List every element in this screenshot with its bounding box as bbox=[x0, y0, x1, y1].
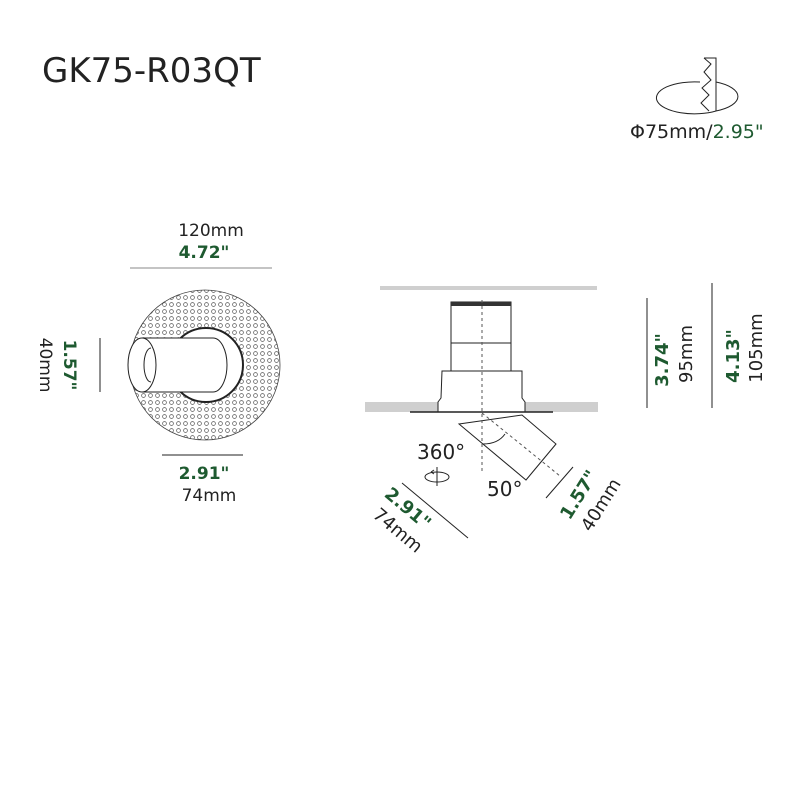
rotate-360-icon bbox=[424, 467, 450, 486]
width-mm: 120mm bbox=[178, 221, 244, 241]
height-mm: 40mm bbox=[35, 338, 55, 393]
rotation-label: 360° bbox=[417, 440, 465, 464]
length-dim-line bbox=[401, 482, 469, 539]
cutout-inch: 2.95" bbox=[713, 121, 764, 143]
tilt-label: 50° bbox=[487, 477, 522, 501]
tilt-arc-icon bbox=[482, 433, 506, 445]
product-title: GK75-R03QT bbox=[42, 51, 261, 91]
cutout-label: Φ75mm/2.95" bbox=[630, 121, 764, 143]
height2-mm: 105mm bbox=[746, 313, 767, 382]
cutout-mm: Φ75mm/ bbox=[630, 121, 713, 143]
height1-in: 3.74" bbox=[652, 333, 673, 387]
bottom-mm: 74mm bbox=[182, 486, 237, 506]
height2-in: 4.13" bbox=[723, 329, 744, 383]
height-in: 1.57" bbox=[59, 340, 79, 391]
front-view bbox=[127, 289, 281, 441]
height1-mm: 95mm bbox=[676, 325, 697, 383]
cutout-icon bbox=[655, 57, 739, 115]
bottom-in: 2.91" bbox=[179, 464, 230, 484]
width-in: 4.72" bbox=[179, 243, 230, 263]
diam-dim-line bbox=[545, 466, 574, 499]
side-view bbox=[365, 286, 598, 481]
